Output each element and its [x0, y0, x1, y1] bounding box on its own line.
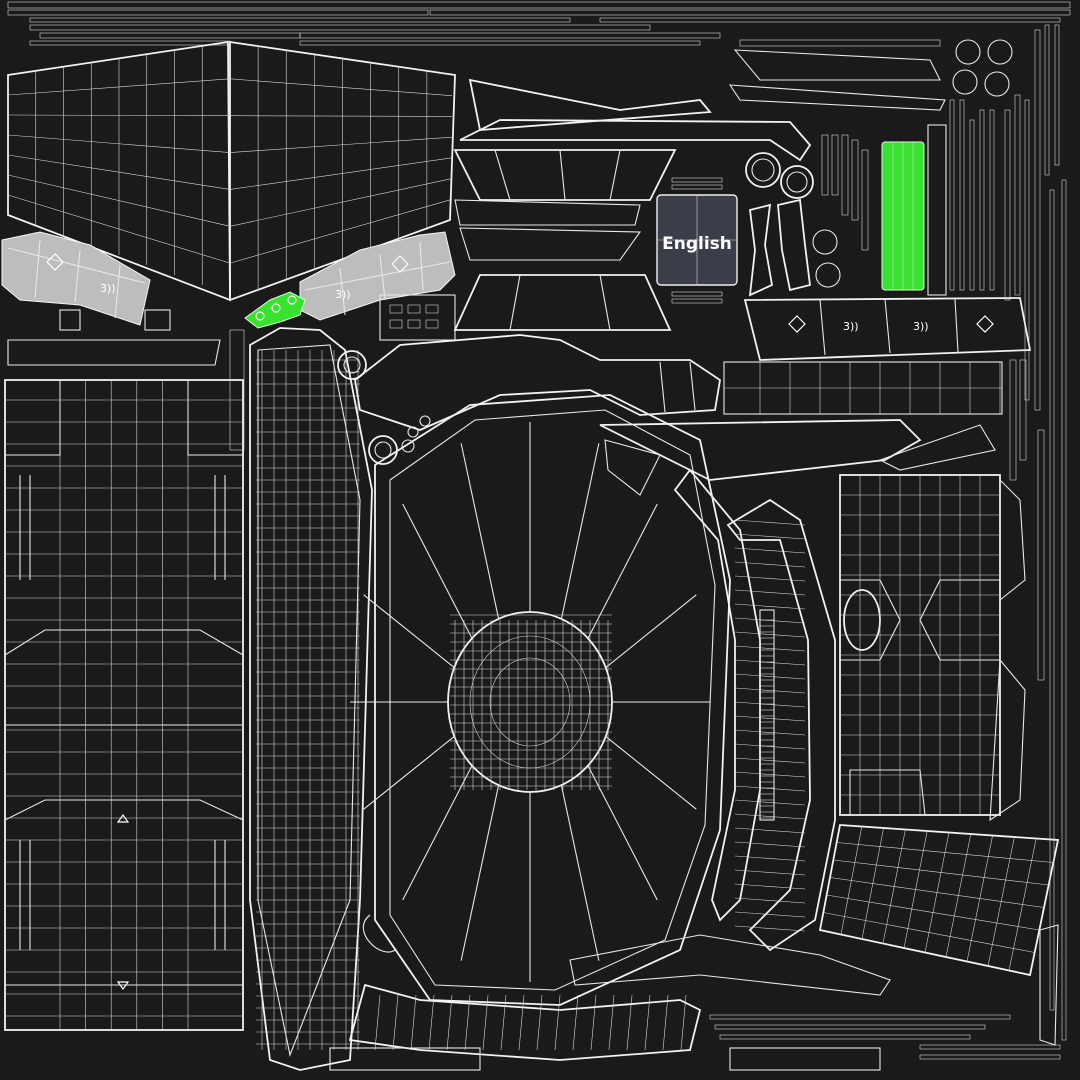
right-arc-strips [673, 468, 836, 952]
mid-vertical-bars [229, 99, 995, 451]
sound-wave-icon: 3)) [100, 282, 116, 295]
label-bar: 3)) 3)) [743, 297, 1032, 361]
top-middle-shapes [453, 49, 946, 331]
triangle-arrow-icon [116, 813, 130, 823]
right-strip [723, 361, 1003, 415]
small-rings [337, 350, 431, 465]
gray-island-right: 3)) [299, 231, 456, 321]
diamond-marker-icon [46, 253, 64, 271]
top-strips [7, 1, 1071, 47]
green-shell-tall [881, 124, 947, 296]
triangle-arrow-icon [116, 981, 130, 991]
gray-island-left: 3)) [1, 231, 151, 326]
central-top-arc [354, 334, 721, 431]
english-label-text: English [662, 234, 732, 254]
twisted-pieces [748, 198, 811, 297]
diamond-marker-icon [788, 315, 806, 333]
green-shells-small [244, 291, 306, 329]
top-left-panel [7, 40, 456, 302]
sound-wave-icon: 3)) [913, 320, 929, 333]
right-vertical-strips [1004, 24, 1067, 1041]
bottom-strips [329, 1014, 1061, 1071]
diamond-marker-icon [391, 255, 409, 273]
sound-wave-icon: 3)) [843, 320, 859, 333]
english-label-panel: English [656, 177, 738, 304]
tall-narrow-panel [249, 327, 373, 1071]
sound-wave-icon: 3)) [335, 288, 351, 301]
bottom-right-fan [818, 824, 1060, 1046]
right-block-cluster [839, 474, 1026, 822]
ring-parts [745, 39, 1013, 288]
small-blocks [7, 294, 456, 366]
right-upper-slanted [599, 419, 996, 496]
diamond-marker-icon [976, 315, 994, 333]
central-shell [350, 394, 731, 1006]
bottom-arc [348, 914, 891, 1061]
left-column-panel [4, 379, 244, 1031]
